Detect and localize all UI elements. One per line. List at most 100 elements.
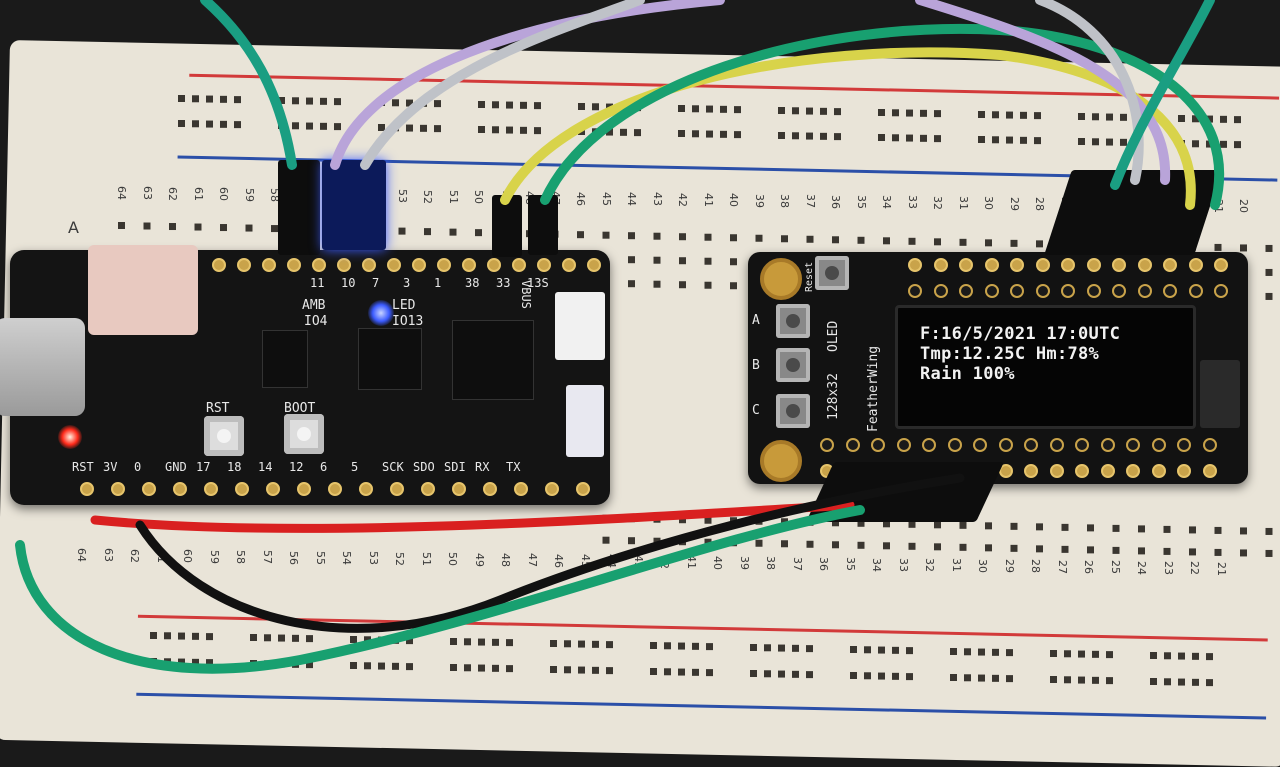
breadboard-hole <box>1265 527 1273 535</box>
breadboard-hole <box>806 540 814 548</box>
button-c[interactable] <box>776 394 810 428</box>
mounting-hole-top <box>760 258 802 300</box>
button-b[interactable] <box>776 348 810 382</box>
breadboard-hole <box>1010 239 1018 247</box>
breadboard-hole <box>1092 113 1099 121</box>
header-pin <box>142 482 156 496</box>
breadboard-hole <box>878 109 885 116</box>
breadboard-hole <box>178 632 185 640</box>
header-pin <box>959 258 973 272</box>
header-pin <box>287 258 301 272</box>
breadboard-hole <box>920 134 927 142</box>
boot-button[interactable] <box>284 414 324 454</box>
header-pin <box>452 482 466 496</box>
breadboard-hole <box>178 120 185 127</box>
breadboard-hole <box>934 135 941 143</box>
breadboard-hole <box>985 544 992 552</box>
breadboard-hole <box>985 239 992 247</box>
header-pin <box>1100 464 1115 478</box>
breadboard-hole <box>906 647 913 655</box>
header-pin <box>297 482 311 496</box>
breadboard-hole <box>406 124 413 132</box>
breadboard-hole <box>1036 240 1043 248</box>
breadboard-hole <box>406 637 413 645</box>
breadboard-hole <box>678 130 685 137</box>
silk-button-a: A <box>752 313 760 328</box>
breadboard-hole <box>464 664 471 672</box>
breadboard-hole <box>1240 244 1247 252</box>
breadboard-hole <box>964 674 971 682</box>
breadboard-hole <box>492 101 499 109</box>
breadboard-hole <box>578 103 585 110</box>
breadboard-hole <box>934 110 941 118</box>
breadboard-hole <box>706 669 713 677</box>
breadboard-hole <box>883 237 890 245</box>
breadboard-hole <box>520 101 527 109</box>
jumper-plug-blue <box>322 160 386 250</box>
breadboard-hole <box>1240 549 1247 557</box>
breadboard-hole <box>679 281 686 289</box>
breadboard-hole <box>778 670 785 678</box>
breadboard-hole <box>192 658 199 666</box>
pin-label: SDO <box>413 460 435 474</box>
breadboard-hole <box>706 105 713 113</box>
breadboard-hole <box>1192 678 1199 686</box>
breadboard-hole <box>734 106 741 114</box>
breadboard-hole <box>704 281 712 289</box>
breadboard-hole <box>1020 111 1027 119</box>
pin-label: RX <box>475 460 490 474</box>
breadboard-hole <box>730 258 737 266</box>
breadboard-hole <box>692 130 699 138</box>
breadboard-hole <box>704 233 712 241</box>
breadboard-hole <box>1034 137 1041 145</box>
header-pin <box>845 438 860 452</box>
breadboard-hole <box>1164 678 1171 686</box>
breadboard-hole <box>720 105 727 113</box>
wire-green <box>540 23 1225 210</box>
breadboard-hole <box>883 520 890 528</box>
silk-io13: IO13 <box>392 314 424 329</box>
header-pin <box>1126 438 1140 452</box>
header-pin <box>973 438 987 452</box>
breadboard-hole <box>934 521 941 529</box>
pin-label: SCK <box>382 460 404 474</box>
breadboard-hole <box>892 646 899 654</box>
breadboard-hole <box>792 644 799 652</box>
breadboard-hole <box>764 670 771 678</box>
breadboard-hole <box>1064 676 1071 684</box>
header-pin <box>1049 464 1064 478</box>
breadboard-hole <box>220 120 227 128</box>
breadboard-hole <box>1061 545 1069 553</box>
breadboard-hole <box>577 231 584 239</box>
pin-label: 7 <box>372 276 380 290</box>
header-pin <box>80 482 94 496</box>
breadboard-hole <box>306 97 313 105</box>
button-a[interactable] <box>776 304 810 338</box>
header-pin <box>212 258 226 272</box>
pin-label: TX <box>506 460 521 474</box>
header-pin <box>1188 284 1203 298</box>
breadboard-hole <box>906 134 913 142</box>
header-pin <box>576 482 590 496</box>
reset-button[interactable] <box>815 256 849 290</box>
rst-button[interactable] <box>204 416 244 456</box>
breadboard-hole <box>1220 115 1227 123</box>
header-pin <box>204 482 218 496</box>
pin-label: SDI <box>444 460 466 474</box>
breadboard-hole <box>578 640 585 648</box>
breadboard-hole <box>730 234 737 242</box>
header-pin <box>1010 284 1024 298</box>
silk-boot-button: BOOT <box>284 401 316 416</box>
header-pin <box>483 482 497 496</box>
breadboard-hole <box>1214 548 1222 556</box>
breadboard-hole <box>778 107 785 114</box>
breadboard-hole <box>292 122 299 130</box>
breadboard-hole <box>434 125 441 133</box>
breadboard-hole <box>1214 526 1222 534</box>
breadboard-hole <box>220 95 227 103</box>
breadboard-hole <box>1092 138 1099 146</box>
breadboard-hole <box>192 120 199 128</box>
breadboard-hole <box>628 256 635 264</box>
header-pin <box>1061 258 1075 272</box>
breadboard-hole <box>1010 522 1018 530</box>
